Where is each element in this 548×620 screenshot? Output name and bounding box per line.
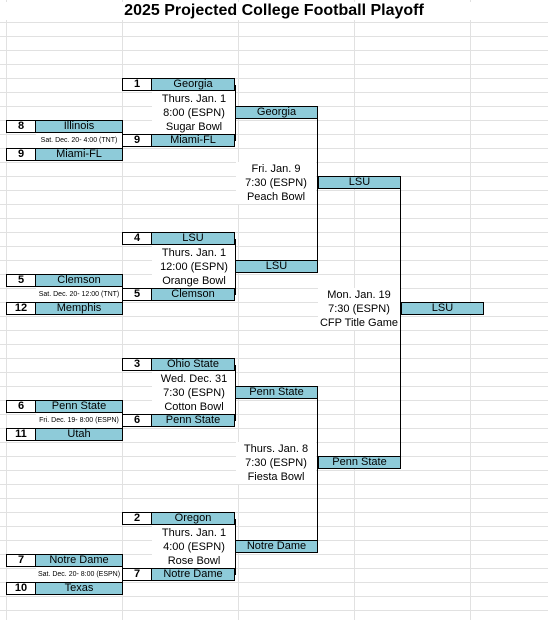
team-cell[interactable]: Notre Dame <box>151 568 235 581</box>
winner-cell[interactable]: LSU <box>318 176 401 189</box>
team-cell[interactable]: Notre Dame <box>35 554 123 567</box>
team-cell[interactable]: Georgia <box>151 78 235 91</box>
seed-cell[interactable]: 7 <box>6 554 36 567</box>
bowl-name: CFP Title Game <box>318 316 400 330</box>
page-title: 2025 Projected College Football Playoff <box>0 2 548 20</box>
game-date: Thurs. Jan. 1 <box>152 526 236 540</box>
first-round-time: Sat. Dec. 20- 8:00 (ESPN) <box>36 568 122 582</box>
game-time: 12:00 (ESPN) <box>152 260 236 274</box>
bracket-line <box>235 365 236 421</box>
bracket-line <box>122 407 123 435</box>
team-cell[interactable]: Oregon <box>151 512 235 525</box>
seed-cell[interactable]: 4 <box>122 232 152 245</box>
winner-cell[interactable]: Georgia <box>235 106 318 119</box>
seed-cell[interactable]: 9 <box>122 134 152 147</box>
seed-cell[interactable]: 8 <box>6 120 36 133</box>
seed-cell[interactable]: 9 <box>6 148 36 161</box>
game-date: Wed. Dec. 31 <box>152 372 236 386</box>
team-cell[interactable]: Clemson <box>35 274 123 287</box>
team-cell[interactable]: Penn State <box>151 414 235 427</box>
bowl-name: Rose Bowl <box>152 554 236 568</box>
bracket-line <box>317 113 318 267</box>
bracket-line <box>400 183 401 463</box>
game-time: 8:00 (ESPN) <box>152 106 236 120</box>
first-round-time: Sat. Dec. 20- 12:00 (TNT) <box>36 288 122 302</box>
seed-cell[interactable]: 6 <box>122 414 152 427</box>
bracket-line <box>235 519 236 575</box>
bowl-name: Sugar Bowl <box>152 120 236 134</box>
bracket-line <box>122 281 123 309</box>
game-date: Thurs. Jan. 1 <box>152 92 236 106</box>
first-round-time: Fri. Dec. 19- 8:00 (ESPN) <box>36 414 122 428</box>
seed-cell[interactable]: 10 <box>6 582 36 595</box>
winner-cell[interactable]: Penn State <box>235 386 318 399</box>
bowl-name: Orange Bowl <box>152 274 236 288</box>
champion-cell[interactable]: LSU <box>401 302 484 315</box>
seed-cell[interactable]: 3 <box>122 358 152 371</box>
team-cell[interactable]: Miami-FL <box>151 134 235 147</box>
team-cell[interactable]: Memphis <box>35 302 123 315</box>
team-cell[interactable]: Penn State <box>35 400 123 413</box>
game-date: Fri. Jan. 9 <box>236 162 316 176</box>
bracket-line <box>235 85 236 141</box>
seed-cell[interactable]: 12 <box>6 302 36 315</box>
team-cell[interactable]: Ohio State <box>151 358 235 371</box>
game-time: 7:30 (ESPN) <box>236 176 316 190</box>
bracket-line <box>122 561 123 589</box>
seed-cell[interactable]: 2 <box>122 512 152 525</box>
seed-cell[interactable]: 11 <box>6 428 36 441</box>
team-cell[interactable]: Texas <box>35 582 123 595</box>
bowl-name: Peach Bowl <box>236 190 316 204</box>
team-cell[interactable]: LSU <box>151 232 235 245</box>
game-time: 7:30 (ESPN) <box>318 302 400 316</box>
seed-cell[interactable]: 1 <box>122 78 152 91</box>
winner-cell[interactable]: Penn State <box>318 456 401 469</box>
first-round-time: Sat. Dec. 20- 4:00 (TNT) <box>36 134 122 148</box>
winner-cell[interactable]: Notre Dame <box>235 540 318 553</box>
team-cell[interactable]: Miami-FL <box>35 148 123 161</box>
game-time: 4:00 (ESPN) <box>152 540 236 554</box>
seed-cell[interactable]: 5 <box>6 274 36 287</box>
seed-cell[interactable]: 6 <box>6 400 36 413</box>
winner-cell[interactable]: LSU <box>235 260 318 273</box>
seed-cell[interactable]: 5 <box>122 288 152 301</box>
team-cell[interactable]: Utah <box>35 428 123 441</box>
seed-cell[interactable]: 7 <box>122 568 152 581</box>
bracket-line <box>235 239 236 295</box>
bowl-name: Cotton Bowl <box>152 400 236 414</box>
game-date: Thurs. Jan. 8 <box>236 442 316 456</box>
game-time: 7:30 (ESPN) <box>236 456 316 470</box>
bracket-line <box>122 127 123 155</box>
bowl-name: Fiesta Bowl <box>236 470 316 484</box>
team-cell[interactable]: Clemson <box>151 288 235 301</box>
game-date: Mon. Jan. 19 <box>318 288 400 302</box>
team-cell[interactable]: Illinois <box>35 120 123 133</box>
game-date: Thurs. Jan. 1 <box>152 246 236 260</box>
game-time: 7:30 (ESPN) <box>152 386 236 400</box>
bracket-line <box>317 393 318 547</box>
